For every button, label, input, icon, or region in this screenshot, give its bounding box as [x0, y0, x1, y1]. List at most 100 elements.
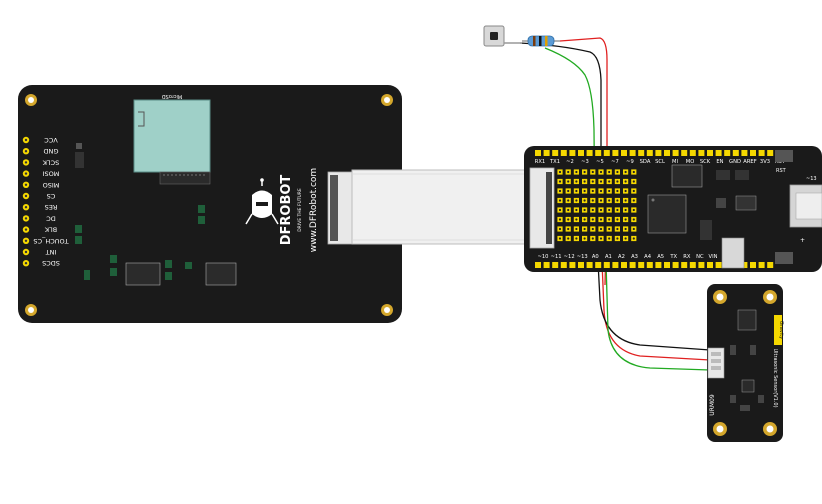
sensor-sku-text: URM09 — [709, 394, 716, 416]
controller-top-label: GND — [729, 159, 741, 165]
proto-pad-hole — [624, 227, 627, 231]
proto-pad-hole — [608, 199, 611, 202]
proto-pad-hole — [599, 208, 603, 212]
controller-bottom-pin — [595, 262, 602, 268]
controller-bottom-label: RX — [683, 254, 691, 260]
controller-top-pin — [767, 150, 774, 156]
display-pin-hole — [24, 150, 28, 153]
proto-pad-hole — [575, 208, 578, 212]
controller-top-pin — [698, 150, 705, 156]
sensor-components — [730, 309, 764, 411]
controller-bottom-label: A0 — [592, 254, 599, 260]
controller-top-pin — [638, 150, 645, 156]
push-button — [483, 25, 522, 47]
proto-pad-hole — [583, 237, 586, 240]
display-fpc-connector — [327, 171, 355, 245]
proto-pad-hole — [624, 199, 627, 202]
controller-bottom-label: A4 — [644, 254, 652, 260]
proto-pad-hole — [567, 170, 570, 174]
display-pin-label: GND — [44, 147, 59, 155]
proto-pad-hole — [558, 227, 562, 231]
controller-bottom-pin — [672, 262, 679, 268]
display-board: MicroSD VCCGNDSCLKMOSIMISOCSRESDCBLKTOUC… — [18, 85, 402, 323]
controller-top-pin — [724, 150, 731, 156]
proto-pad-hole — [624, 180, 627, 183]
controller-top-pin — [629, 150, 636, 156]
controller-top-pin — [621, 150, 627, 156]
controller-bottom-pin — [560, 262, 567, 268]
proto-pad-hole — [624, 170, 627, 174]
display-pin-label: SCLK — [42, 158, 59, 166]
proto-pad-hole — [616, 189, 619, 193]
proto-pad-hole — [558, 170, 562, 174]
controller-top-pin — [715, 150, 722, 156]
controller-top-pin — [595, 150, 602, 156]
controller-bottom-pin — [646, 262, 653, 268]
proto-pad-hole — [575, 199, 578, 202]
sensor-mounting-holes — [713, 290, 777, 436]
controller-bottom-label: A2 — [618, 254, 625, 260]
controller-usb-port — [789, 184, 822, 228]
display-pin-hole — [24, 172, 28, 175]
proto-pad-hole — [591, 208, 594, 212]
proto-pad-hole — [591, 189, 594, 193]
proto-pad-hole — [583, 218, 586, 221]
controller-top-label: MO — [686, 159, 695, 165]
proto-pad-hole — [575, 227, 578, 231]
controller-top-label: SCL — [655, 159, 665, 165]
proto-pad-hole — [632, 199, 635, 202]
display-pin-header: VCCGNDSCLKMOSIMISOCSRESDCBLKTOUCH_CSINTS… — [22, 136, 70, 267]
proto-pad-hole — [599, 199, 603, 202]
controller-top-pin — [543, 150, 550, 156]
controller-bottom-label: NC — [696, 254, 704, 260]
proto-pad-hole — [591, 218, 594, 221]
proto-pad-hole — [632, 208, 635, 212]
controller-bottom-label: ~11 — [551, 254, 562, 260]
proto-pad-hole — [608, 180, 611, 183]
proto-pad-hole — [558, 180, 562, 183]
controller-bottom-label: VIN — [709, 254, 718, 260]
controller-top-pin — [552, 150, 559, 156]
wire-red-sensor — [601, 261, 711, 361]
controller-top-pin — [681, 150, 688, 156]
microsd-slot: MicroSD — [133, 93, 211, 185]
proto-pad-hole — [632, 237, 635, 240]
display-pin-label: MISO — [43, 181, 60, 189]
controller-bottom-pin — [638, 262, 645, 268]
controller-top-label: ~5 — [596, 159, 604, 165]
proto-pad-hole — [567, 227, 570, 231]
proto-pad-hole — [583, 208, 586, 212]
controller-bottom-pin — [698, 262, 705, 268]
controller-top-pin — [535, 150, 541, 156]
wire-black-sensor — [597, 261, 711, 351]
controller-top-pin — [603, 150, 610, 156]
controller-chips — [647, 164, 757, 269]
proto-pad-hole — [591, 199, 594, 202]
proto-pad-hole — [616, 170, 619, 174]
controller-top-label: RX1 — [535, 159, 545, 165]
controller-pin13-label: ~13 — [806, 176, 817, 182]
proto-pad-hole — [567, 208, 570, 212]
controller-top-label: ~3 — [581, 159, 589, 165]
controller-top-pin — [741, 150, 748, 156]
controller-bottom-pin — [552, 262, 559, 268]
proto-pad-hole — [608, 189, 611, 193]
controller-bottom-pin — [758, 262, 765, 268]
display-pin-label: BLK — [44, 226, 57, 234]
controller-prototype-grid — [557, 169, 637, 242]
display-pin-label: MOSI — [43, 170, 60, 178]
controller-bottom-pin — [586, 262, 593, 268]
proto-pad-hole — [567, 237, 570, 240]
controller-bottom-label: TX — [669, 254, 677, 260]
proto-pad-hole — [624, 189, 627, 193]
display-components — [75, 143, 205, 280]
controller-bottom-pin — [689, 262, 696, 268]
controller-bottom-pin-header — [535, 262, 774, 268]
sensor-connector — [707, 347, 725, 379]
wire-green-sensor — [605, 261, 711, 371]
wire-green-resistor — [544, 47, 596, 246]
controller-bottom-pin — [578, 262, 584, 268]
